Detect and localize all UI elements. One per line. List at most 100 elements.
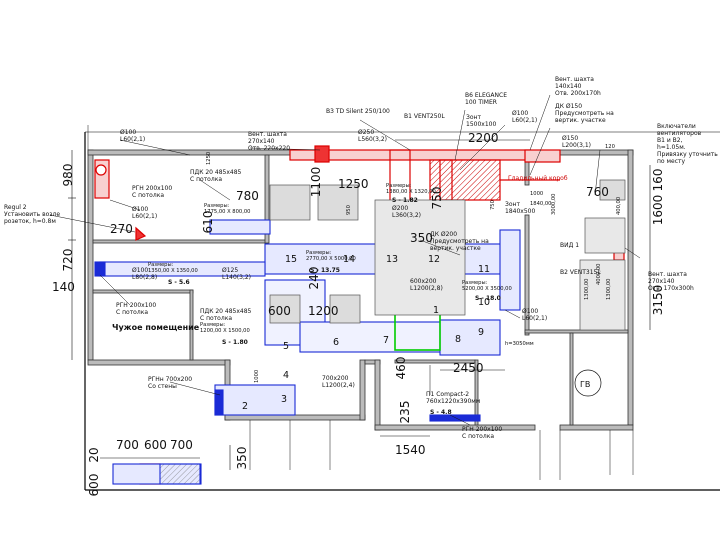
lbl-switch-6: по месту <box>657 158 686 165</box>
dim-350b: 350 <box>235 447 249 470</box>
lbl-dk150-2: Предусмотреть на <box>555 110 614 117</box>
lbl-shaft-right-2: 270х140 <box>648 278 675 285</box>
zone-10: 10 <box>478 297 490 308</box>
lbl-d100-b-1: Ø100 <box>132 267 148 274</box>
lbl-p1-1: П1 Compact-2 <box>426 391 469 398</box>
lbl-regul-3: розеток, h=0.8м <box>4 218 56 225</box>
dim-r-6: 400,00 <box>616 197 622 215</box>
lbl-shaft-top-2: 270х140 <box>248 138 275 145</box>
lbl-regul-1: Regul 2 <box>4 204 27 211</box>
lbl-d250-2: L560(3,2) <box>358 136 387 143</box>
dim-1100: 1100 <box>309 167 323 198</box>
lbl-zont-2: 1500х100 <box>466 121 496 128</box>
lbl-zont2-1: Зонт <box>505 201 520 208</box>
lbl-d100-r-1: Ø100 <box>522 308 538 315</box>
lbl-d100-left-1: Ø100 <box>132 206 148 213</box>
lbl-b6-elegance-2: 100 TIMER <box>465 99 497 106</box>
lbl-s48: S - 4.8 <box>430 409 452 416</box>
lbl-h3050: h=3050мм <box>505 341 534 347</box>
lbl-razm-right-1: Размеры: <box>462 280 488 286</box>
dim-r-4: 1300,00 <box>606 279 612 300</box>
doors <box>87 125 634 480</box>
lbl-razm-top-1: Размеры: <box>386 183 412 189</box>
dim-1250: 1250 <box>338 177 369 191</box>
dim-left-1: 1250 <box>206 152 212 165</box>
lbl-rgn-left-2: С потолка <box>116 309 148 316</box>
gv-circle <box>574 369 602 397</box>
dimension-texts: 980 720 140 780 1250 1100 2200 350 240 6… <box>52 131 665 496</box>
lbl-dk-3: вертик. участке <box>430 245 481 252</box>
lbl-rgn-left-1: РГН 200х100 <box>116 302 156 309</box>
zone-4: 4 <box>283 370 289 381</box>
lbl-rgn-wall-2: Со стены <box>148 383 177 390</box>
lbl-rgn200-2: С потолка <box>132 192 164 199</box>
dim-760: 760 <box>586 185 609 199</box>
lbl-shaft-tr-2: 140х140 <box>555 83 582 90</box>
lbl-s180: S - 18.0 <box>475 295 501 302</box>
leader-lines <box>49 94 641 426</box>
lbl-pdk-top-2: С потолка <box>190 176 222 183</box>
dim-780: 780 <box>236 189 259 203</box>
dim-120: 120 <box>605 144 615 150</box>
lbl-b3-silent: В3 TD Silent 250/100 <box>326 108 390 115</box>
lbl-glad: Гладильный короб <box>508 175 568 182</box>
lbl-s1375: S - 13.75 <box>310 267 340 274</box>
dim-270: 270 <box>110 222 133 236</box>
lbl-razm-small-2: 1775,00 X 800,00 <box>204 209 250 215</box>
lbl-duct-700-2: L1200(2,4) <box>322 382 355 389</box>
lbl-shaft-top-1: Вент. шахта <box>248 131 287 138</box>
lbl-rgn200-1: РГН 200х100 <box>132 185 172 192</box>
lbl-switch-2: вентиляторов <box>657 130 702 137</box>
lbl-rgn-wall-1: РГНн 700х200 <box>148 376 192 383</box>
lbl-d100-r-2: L60(2,1) <box>522 315 547 322</box>
dim-600b: 600 <box>144 438 167 452</box>
lbl-d100-b-2: L80(2,8) <box>132 274 157 281</box>
dim-r-5: 1840,00 <box>530 201 551 207</box>
lbl-switch-4: h=1.05м. <box>657 144 686 151</box>
supply-riser-right <box>499 229 521 311</box>
lbl-top-grille-1: Ø100 <box>120 129 136 136</box>
dim-v-1: 3000,00 <box>551 194 557 215</box>
dim-3150: 3150 <box>651 285 665 316</box>
lbl-razm-pdk-1: Размеры: <box>200 322 226 328</box>
dim-140: 140 <box>52 280 75 294</box>
lbl-duct-700-1: 700х200 <box>322 375 349 382</box>
equipment <box>269 179 626 397</box>
zone-numbers: 1 2 3 4 5 6 7 8 9 10 11 12 13 14 15 <box>242 254 490 412</box>
dim-980: 980 <box>61 164 75 187</box>
lbl-razm-mid-1: Размеры: <box>306 250 332 256</box>
zone-11: 11 <box>478 264 490 275</box>
lbl-dk-2: Предусмотреть на <box>430 238 489 245</box>
exhaust-grille-left <box>95 164 107 176</box>
zone-6: 6 <box>333 337 339 348</box>
lbl-razm-left-2: 1350,00 X 1350,00 <box>148 268 198 274</box>
lbl-b6-elegance-1: В6 ELEGANCE <box>465 92 507 99</box>
lbl-rgn-bot-1: РГН 200х100 <box>462 426 502 433</box>
lbl-pdk-top-1: ПДК 20 485х485 <box>190 169 242 176</box>
zone-14: 14 <box>343 254 355 265</box>
dim-700a: 700 <box>116 438 139 452</box>
lbl-d100-mid-1: Ø100 <box>512 110 528 117</box>
lbl-shaft-tr-3: Отв. 200х170h <box>555 90 601 97</box>
lbl-s180b: S - 1.80 <box>222 339 248 346</box>
lbl-d200-1: Ø200 <box>392 205 408 212</box>
dim-r-1: 1000 <box>530 191 543 197</box>
zone-1: 1 <box>433 305 439 316</box>
dim-1200: 1200 <box>308 304 339 318</box>
room-name: Чужое помещение <box>112 323 200 332</box>
lbl-vid1: ВИД 1 <box>560 242 579 249</box>
dim-20: 20 <box>87 447 101 462</box>
lbl-dk150-3: вертик. участке <box>555 117 606 124</box>
lbl-shaft-right-1: Вент. шахта <box>648 271 687 278</box>
zone-7: 7 <box>383 335 389 346</box>
dim-1600: 1600 <box>651 195 665 226</box>
zone-5: 5 <box>283 341 289 352</box>
lbl-razm-mid-2: 2770,00 X 5000,00 <box>306 256 356 262</box>
dim-700b: 700 <box>170 438 193 452</box>
lbl-razm-right-2: 5200,00 X 3500,00 <box>462 286 512 292</box>
lbl-regul-2: Установить возле <box>4 211 60 218</box>
dim-720: 720 <box>61 249 75 272</box>
drawing-frame <box>84 131 720 491</box>
dim-v-2: 1000 <box>254 370 260 383</box>
dim-240: 240 <box>307 267 321 290</box>
